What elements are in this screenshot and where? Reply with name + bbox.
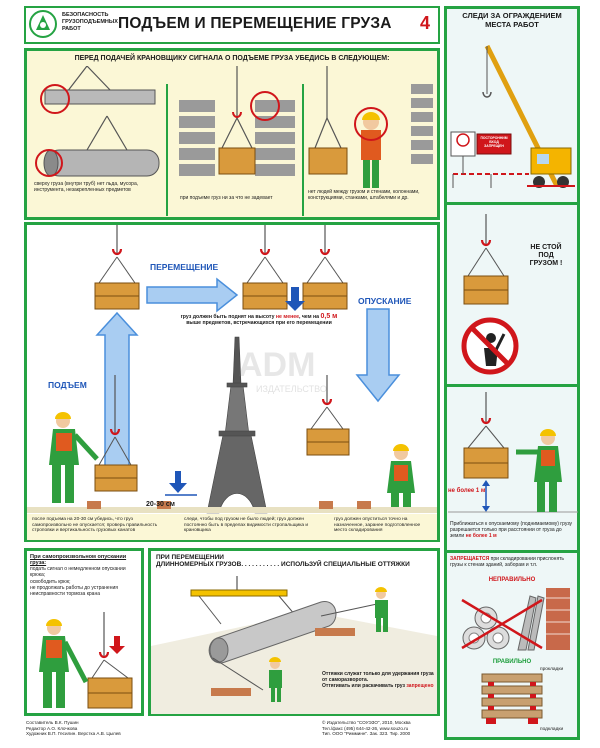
no-entry-sign: ПОСТОРОННИМ ВХОД ЗАПРЕЩЕН xyxy=(480,136,508,149)
check-item-1: сверху груза (внутри труб) нет льда, мус… xyxy=(34,181,139,193)
worker-right xyxy=(387,444,415,507)
right-stacking-illustration xyxy=(481,673,543,724)
self-lowering-illustration xyxy=(39,612,133,709)
worker-guy-line-2 xyxy=(269,657,282,702)
sheet-number: 4 xyxy=(420,13,431,33)
long-loads-heading: ПРИ ПЕРЕМЕЩЕНИИ ДЛИННОМЕРНЫХ ГРУЗОВ. . .… xyxy=(156,554,410,569)
wrong-stacking-illustration xyxy=(461,588,570,651)
lift-height-label: 20-30 см xyxy=(146,501,175,508)
credits-right: © Издательство "СОУЭЗО", 2010, Москва Те… xyxy=(322,720,411,737)
hanging-crate-illustration xyxy=(463,214,509,305)
crate-hook-2 xyxy=(242,225,288,310)
note-mid: следи, чтобы под грузом не было людей; г… xyxy=(184,517,309,534)
prohibition-sign-icon xyxy=(461,317,519,375)
page-title: ПОДЪЕМ И ПЕРЕМЕЩЕНИЕ ГРУЗА xyxy=(118,15,392,32)
lift-arrow xyxy=(95,311,139,486)
crate-hook-3 xyxy=(302,225,348,310)
side-divider-1 xyxy=(444,202,580,205)
motion-illustrations xyxy=(27,225,437,514)
lift-label: ПОДЪЕМ xyxy=(48,380,87,390)
check-heading: ПЕРЕД ПОДАЧЕЙ КРАНОВЩИКУ СИГНАЛА О ПОДЪЕ… xyxy=(74,55,390,62)
distance-label: не более 1 м xyxy=(448,488,486,494)
spacer-label: прокладки xyxy=(540,667,564,672)
note-right: груз должен опуститься точно на назначен… xyxy=(334,517,421,534)
publisher-emblem-icon xyxy=(29,10,57,38)
dont-stand-warning: НЕ СТОЙ ПОД ГРУЗОМ ! xyxy=(529,244,563,268)
check-panel-1-pipe xyxy=(35,66,160,177)
check-illustrations xyxy=(35,66,433,216)
long-loads-illustration xyxy=(151,576,437,714)
check-item-2: при подъеме груз ни за что не задевает xyxy=(180,195,273,201)
side-divider-2 xyxy=(444,384,580,387)
series-name: БЕЗОПАСНОСТЬ ГРУЗОПОДЪЕМНЫХ РАБОТ xyxy=(62,12,118,32)
worker-guy-line-1 xyxy=(375,587,388,632)
check-panel-2-clearance xyxy=(179,66,295,176)
small-down-arrow xyxy=(285,287,305,311)
lower-arrow xyxy=(355,308,401,403)
stack-forbidden-text: ЗАПРЕЩАЕТСЯ при складировании прислонять… xyxy=(450,556,565,568)
height-note: груз должен быть поднят на высоту не мен… xyxy=(180,313,338,327)
note-left: после подъема на 20-30 см убедись, что г… xyxy=(32,517,158,534)
fence-title: СЛЕДИ ЗА ОГРАЖДЕНИЕМ МЕСТА РАБОТ xyxy=(462,11,562,29)
move-label: ПЕРЕМЕЩЕНИЕ xyxy=(150,262,219,272)
crate-lowering xyxy=(306,375,350,456)
move-arrow xyxy=(146,277,239,313)
self-lowering-heading: При самопроизвольном опускании груза: xyxy=(30,554,127,567)
approach-illustration xyxy=(448,392,578,513)
worker-left xyxy=(49,412,99,503)
side-divider-3 xyxy=(444,550,580,553)
right-label: ПРАВИЛЬНО xyxy=(492,659,532,665)
self-lowering-list: подать сигнал о немедленном опускании кр… xyxy=(30,566,126,597)
crate-lifted-low xyxy=(94,375,138,492)
crane-illustration xyxy=(450,44,575,188)
guy-note: Оттяжки служат только для удержания груз… xyxy=(322,671,434,689)
crate-hook-1 xyxy=(94,225,140,310)
header-bar xyxy=(24,6,440,44)
watermark: ADM xyxy=(238,346,316,384)
notes-strip xyxy=(27,514,437,540)
credits-left: Составитель В.К. Пушин Редактор А.О. Кло… xyxy=(26,720,121,737)
approach-text: Приближаться к опускаемому (поднимаемому… xyxy=(450,521,573,539)
watermark-sub: ИЗДАТЕЛЬСТВО xyxy=(256,384,327,394)
wrong-label: НЕПРАВИЛЬНО xyxy=(488,577,536,583)
pads-label: подкладки xyxy=(540,727,564,732)
check-item-3: нет людей между грузом и стенами, колонн… xyxy=(308,189,420,201)
check-panel-3-worker xyxy=(308,66,433,188)
lower-label: ОПУСКАНИЕ xyxy=(358,296,412,306)
